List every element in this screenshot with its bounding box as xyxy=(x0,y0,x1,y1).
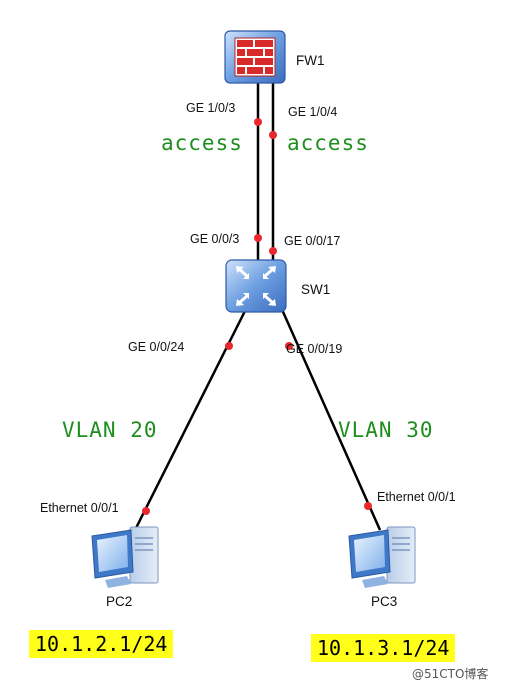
port-label-fw1-left: GE 1/0/3 xyxy=(186,101,236,115)
ip-address-pc3: 10.1.3.1/24 xyxy=(311,634,456,662)
port-dot-fw1-left xyxy=(254,118,262,126)
device-label-pc3: PC3 xyxy=(371,594,398,609)
port-dot-sw1-left-down xyxy=(225,342,233,350)
link-mode-left: access xyxy=(161,131,243,155)
port-label-sw1-right-up: GE 0/0/17 xyxy=(284,234,341,248)
switch-icon xyxy=(225,259,287,313)
port-label-fw1-right: GE 1/0/4 xyxy=(288,105,338,119)
watermark: @51CTO博客 xyxy=(412,667,489,681)
port-dot-pc2 xyxy=(142,507,150,515)
device-label-sw1: SW1 xyxy=(301,282,331,297)
port-label-sw1-left-down: GE 0/0/24 xyxy=(128,340,185,354)
port-label-sw1-left-up: GE 0/0/3 xyxy=(190,232,240,246)
port-dot-pc3 xyxy=(364,502,372,510)
pc-icon xyxy=(91,526,159,588)
port-label-pc2: Ethernet 0/0/1 xyxy=(40,501,119,515)
vlan-label-pc2: VLAN 20 xyxy=(62,418,158,442)
port-dot-fw1-right xyxy=(269,131,277,139)
port-dot-sw1-right-up xyxy=(269,247,277,255)
port-dot-sw1-right-down xyxy=(285,342,293,350)
device-label-fw1: FW1 xyxy=(296,53,325,68)
port-label-pc3: Ethernet 0/0/1 xyxy=(377,490,456,504)
link-sw1-pc3 xyxy=(278,304,382,531)
ip-address-pc2: 10.1.2.1/24 xyxy=(29,630,174,658)
pc-icon xyxy=(348,526,416,588)
device-label-pc2: PC2 xyxy=(106,594,133,609)
firewall-icon xyxy=(224,30,286,84)
vlan-label-pc3: VLAN 30 xyxy=(338,418,434,442)
port-label-sw1-right-down: GE 0/0/19 xyxy=(286,342,343,356)
port-dot-sw1-left-up xyxy=(254,234,262,242)
link-mode-right: access xyxy=(287,131,369,155)
